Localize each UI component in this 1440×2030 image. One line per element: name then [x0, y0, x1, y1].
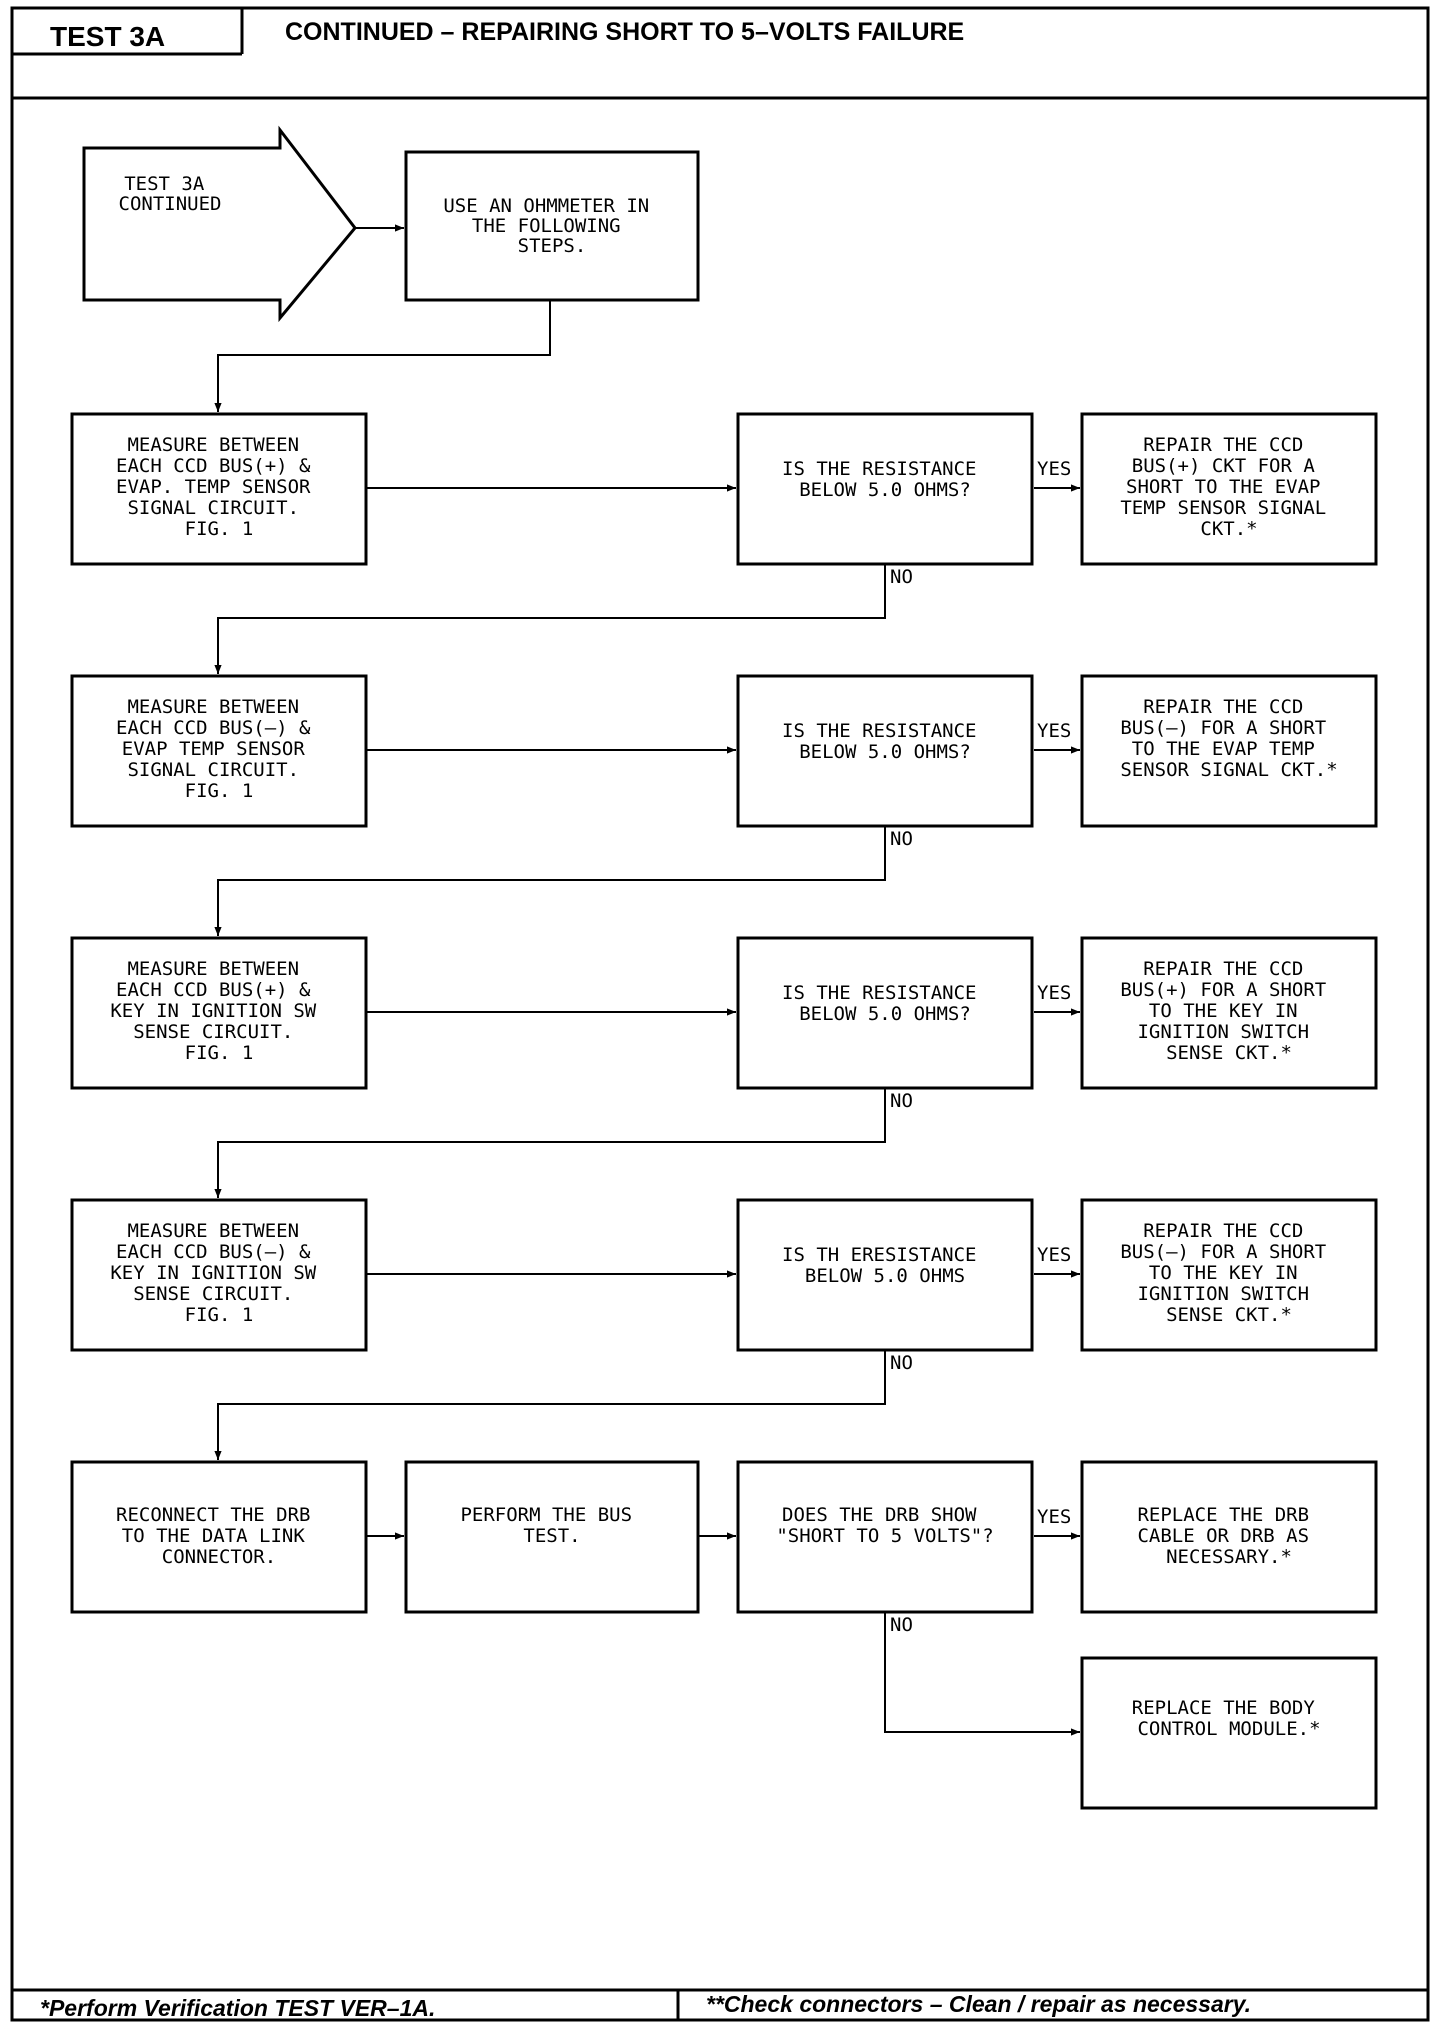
test-id-label: TEST 3A: [50, 21, 165, 52]
row3-action-box: [1080, 936, 1378, 1090]
row2-question-box: [736, 674, 1034, 828]
row1-action-box: [1080, 412, 1378, 566]
row4-no-connector: [214, 1350, 886, 1460]
start-arrow-text: TEST 3A CONTINUED: [119, 173, 222, 215]
row3-no-label: NO: [890, 1090, 913, 1112]
drb-no-label: NO: [890, 1614, 913, 1636]
row4-no-label: NO: [890, 1352, 913, 1374]
row3-measure-text: MEASURE BETWEEN EACH CCD BUS(+) & KEY IN…: [110, 958, 327, 1064]
row1-yes-label: YES: [1037, 458, 1071, 480]
row4-action-text: REPAIR THE CCD BUS(–) FOR A SHORT TO THE…: [1120, 1220, 1337, 1326]
bus-test-text: PERFORM THE BUS TEST.: [460, 1504, 643, 1547]
row4-measure-box: [70, 1198, 368, 1352]
instruction-text: USE AN OHMMETER IN THE FOLLOWING STEPS.: [443, 195, 660, 257]
drb-no-connector: [884, 1612, 1080, 1736]
row2-action-text: REPAIR THE CCD BUS(–) FOR A SHORT TO THE…: [1120, 696, 1337, 781]
row3-question-box: [736, 936, 1034, 1090]
row2-question-text: IS THE RESISTANCE BELOW 5.0 OHMS?: [782, 720, 988, 763]
row4-action-box: [1080, 1198, 1378, 1352]
row1-question-box: [736, 412, 1034, 566]
drb-question-text: DOES THE DRB SHOW "SHORT TO 5 VOLTS"?: [776, 1504, 993, 1547]
row3-measure-box: [70, 936, 368, 1090]
row2-measure-text: MEASURE BETWEEN EACH CCD BUS(–) & EVAP T…: [116, 696, 322, 802]
row4-yes-label: YES: [1037, 1244, 1071, 1266]
reconnect-text: RECONNECT THE DRB TO THE DATA LINK CONNE…: [116, 1504, 322, 1568]
replace-bcm-box: [1080, 1656, 1378, 1810]
instruction-connector: [214, 300, 551, 412]
row1-no-label: NO: [890, 566, 913, 588]
bus-test-box: [404, 1460, 700, 1614]
replace-bcm-text: REPLACE THE BODY CONTROL MODULE.*: [1132, 1697, 1326, 1740]
row3-no-connector: [214, 1088, 886, 1198]
page-title: CONTINUED – REPAIRING SHORT TO 5–VOLTS F…: [285, 18, 964, 46]
row1-question-text: IS THE RESISTANCE BELOW 5.0 OHMS?: [782, 458, 988, 501]
row3-question-text: IS THE RESISTANCE BELOW 5.0 OHMS?: [782, 982, 988, 1025]
row4-question-text: IS TH ERESISTANCE BELOW 5.0 OHMS: [782, 1244, 988, 1287]
start-line-1: TEST 3A: [124, 173, 205, 195]
row3-yes-label: YES: [1037, 982, 1071, 1004]
drb-yes-label: YES: [1037, 1506, 1071, 1528]
footer-note-connectors: **Check connectors – Clean / repair as n…: [706, 1991, 1251, 2017]
row4-question-box: [736, 1198, 1034, 1352]
page-frame: [10, 6, 1430, 2022]
row1-measure-text: MEASURE BETWEEN EACH CCD BUS(+) & EVAP. …: [116, 434, 322, 540]
row2-measure-box: [70, 674, 368, 828]
row3-action-text: REPAIR THE CCD BUS(+) FOR A SHORT TO THE…: [1120, 958, 1337, 1064]
instruction-box: [404, 150, 700, 302]
replace-drb-text: REPLACE THE DRB CABLE OR DRB AS NECESSAR…: [1137, 1504, 1320, 1568]
row2-no-label: NO: [890, 828, 913, 850]
row1-action-text: REPAIR THE CCD BUS(+) CKT FOR A SHORT TO…: [1120, 434, 1337, 540]
replace-drb-box: [1080, 1460, 1378, 1614]
footer-note-verification: *Perform Verification TEST VER–1A.: [40, 1995, 435, 2021]
row2-action-box: [1080, 674, 1378, 828]
row4-measure-text: MEASURE BETWEEN EACH CCD BUS(–) & KEY IN…: [110, 1220, 327, 1326]
start-arrow-shape: [82, 125, 357, 323]
start-line-2: CONTINUED: [119, 193, 222, 215]
row1-no-connector: [214, 564, 886, 674]
row2-no-connector: [214, 826, 886, 936]
row2-yes-label: YES: [1037, 720, 1071, 742]
